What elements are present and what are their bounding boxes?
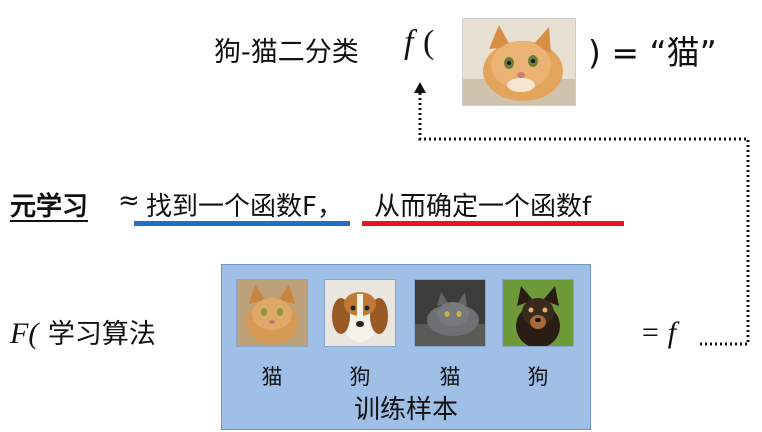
- cat-photo-icon: [237, 280, 307, 346]
- sample-item: 猫: [414, 279, 486, 391]
- function-f: f: [404, 24, 414, 61]
- sample-image: [414, 279, 486, 347]
- blue-underline: [134, 221, 350, 226]
- cat-photo-icon: [415, 280, 485, 346]
- learning-algorithm-label: 学习算法: [47, 319, 156, 350]
- meta-learning-label: 元学习: [10, 192, 89, 222]
- task-label: 狗-猫二分类: [214, 37, 359, 68]
- sample-item: 狗: [502, 279, 574, 391]
- dog-photo-icon: [503, 280, 573, 346]
- training-samples-box: 猫 狗: [221, 264, 591, 430]
- equation-result: ) = “猫”: [588, 33, 717, 72]
- red-underline: [362, 221, 624, 226]
- learning-algorithm-expression: F( 学习算法: [10, 312, 156, 351]
- determine-function-f-text: 从而确定一个函数f: [374, 192, 592, 222]
- function-F: F(: [10, 317, 39, 350]
- approx-symbol: ≈: [118, 186, 140, 216]
- sample-image: [236, 279, 308, 347]
- open-paren: (: [423, 24, 435, 61]
- sample-label: 狗: [527, 365, 549, 389]
- cat-photo-icon: [463, 19, 575, 105]
- training-samples-caption: 训练样本: [353, 395, 458, 425]
- sample-label: 猫: [261, 365, 283, 389]
- result-f: = f: [640, 316, 677, 349]
- sample-item: 猫: [236, 279, 308, 391]
- sample-label: 猫: [439, 365, 461, 389]
- sample-image: [502, 279, 574, 347]
- sample-item: 狗: [324, 279, 396, 391]
- sample-label: 狗: [349, 365, 371, 389]
- query-cat-image: [462, 18, 576, 106]
- sample-image: [324, 279, 396, 347]
- dog-photo-icon: [325, 280, 395, 346]
- find-function-F-text: 找到一个函数F，: [146, 192, 343, 222]
